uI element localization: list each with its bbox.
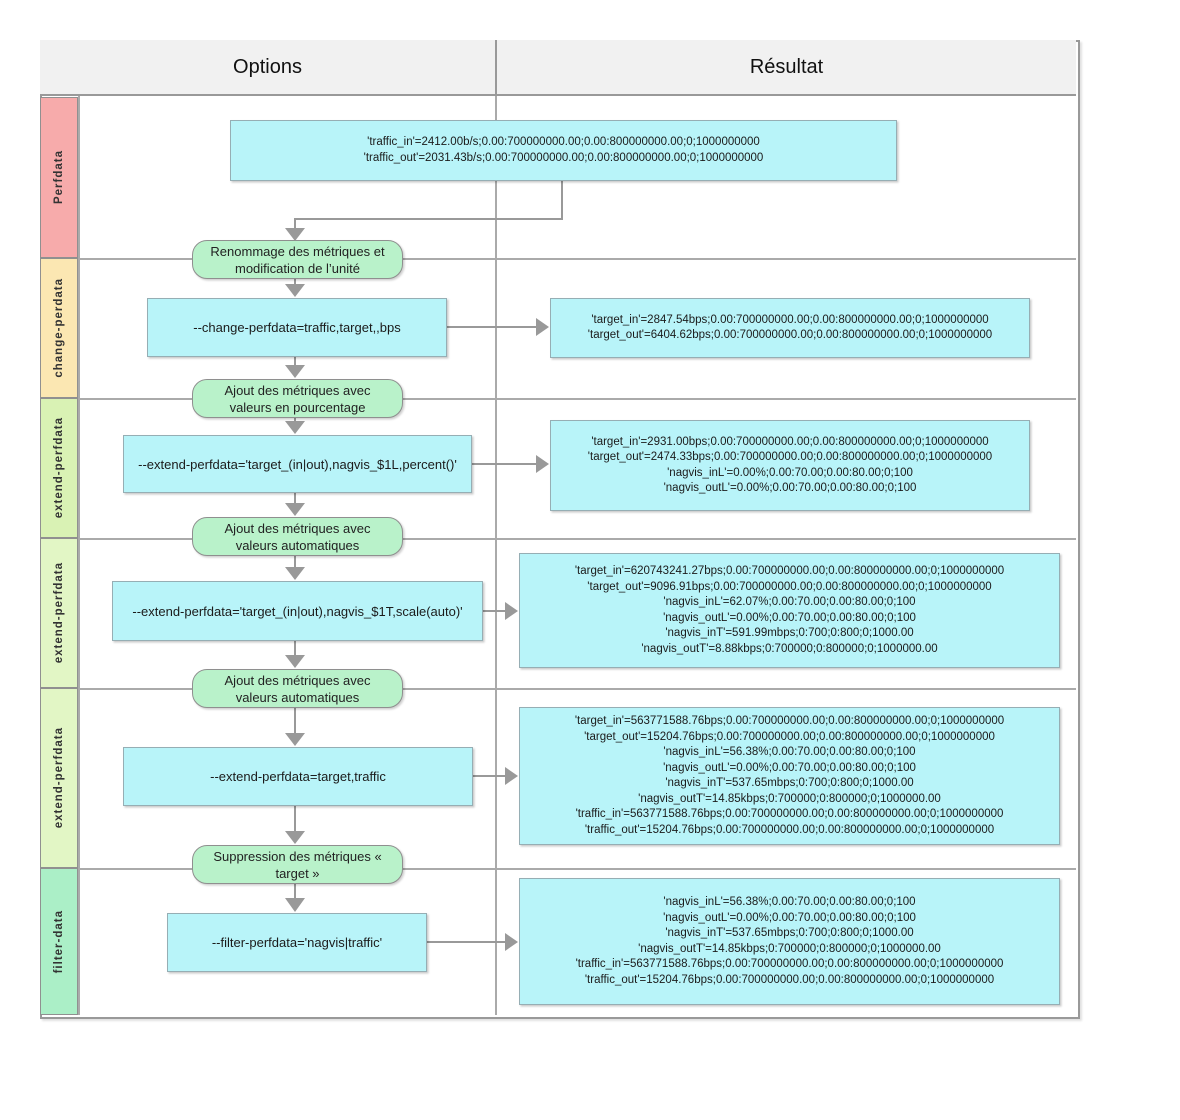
- section-label-extend-perfdata-3-text: extend-perfdata: [53, 727, 65, 829]
- section-label-change-perdata: change-perdata: [40, 258, 78, 398]
- table-header: Options Résultat: [40, 40, 1076, 96]
- section-divider-3: [78, 538, 1076, 540]
- perfdata-input-box: 'traffic_in'=2412.00b/s;0.00:700000000.0…: [230, 120, 897, 181]
- section-divider-5: [78, 868, 1076, 870]
- command-filter-perfdata-text: --filter-perfdata='nagvis|traffic': [211, 935, 383, 950]
- header-column-divider: [495, 40, 497, 94]
- result-box-change-perfdata: 'target_in'=2847.54bps;0.00:700000000.00…: [550, 298, 1030, 358]
- step-box-automatiques-2-text: Ajout des métriques avec valeurs automat…: [224, 672, 371, 705]
- perfdata-input-text: 'traffic_in'=2412.00b/s;0.00:700000000.0…: [363, 136, 764, 164]
- result-extend-perfdata-scale-text: 'target_in'=620743241.27bps;0.00:7000000…: [574, 565, 1005, 655]
- command-box-extend-perfdata-target-traffic: --extend-perfdata=target,traffic: [123, 747, 473, 806]
- step-box-pourcentage: Ajout des métriques avec valeurs en pour…: [192, 379, 403, 418]
- command-extend-perfdata-target-traffic-text: --extend-perfdata=target,traffic: [210, 769, 386, 784]
- result-box-extend-perfdata-percent: 'target_in'=2931.00bps;0.00:700000000.00…: [550, 420, 1030, 511]
- result-box-extend-perfdata-target-traffic: 'target_in'=563771588.76bps;0.00:7000000…: [519, 707, 1060, 845]
- command-box-change-perfdata: --change-perfdata=traffic,target,,bps: [147, 298, 447, 357]
- section-divider-1: [78, 258, 1076, 260]
- section-label-extend-perfdata-1: extend-perfdata: [40, 398, 78, 538]
- command-box-extend-perfdata-percent: --extend-perfdata='target_(in|out),nagvi…: [123, 435, 472, 493]
- step-box-renommage-text: Renommage des métriques et modification …: [210, 243, 385, 276]
- section-label-extend-perfdata-1-text: extend-perfdata: [53, 417, 65, 519]
- step-box-renommage: Renommage des métriques et modification …: [192, 240, 403, 279]
- result-extend-perfdata-target-traffic-text: 'target_in'=563771588.76bps;0.00:7000000…: [574, 715, 1005, 836]
- step-box-pourcentage-text: Ajout des métriques avec valeurs en pour…: [224, 382, 371, 415]
- column-header-options: Options: [233, 55, 302, 78]
- step-box-suppression-text: Suppression des métriques « target »: [213, 848, 382, 881]
- step-box-automatiques-1: Ajout des métriques avec valeurs automat…: [192, 517, 403, 556]
- step-box-automatiques-1-text: Ajout des métriques avec valeurs automat…: [224, 520, 371, 553]
- options-resultat-divider: [495, 94, 497, 1015]
- section-divider-2: [78, 398, 1076, 400]
- result-box-filter-perfdata: 'nagvis_inL'=56.38%;0.00:70.00;0.00:80.0…: [519, 878, 1060, 1005]
- section-label-change-perdata-text: change-perdata: [53, 278, 65, 378]
- section-label-extend-perfdata-2: extend-perfdata: [40, 538, 78, 688]
- command-extend-perfdata-percent-text: --extend-perfdata='target_(in|out),nagvi…: [138, 456, 457, 472]
- step-box-suppression: Suppression des métriques « target »: [192, 845, 403, 884]
- section-label-perfdata-text: Perfdata: [53, 150, 65, 205]
- section-label-extend-perfdata-2-text: extend-perfdata: [53, 562, 65, 664]
- command-box-filter-perfdata: --filter-perfdata='nagvis|traffic': [167, 913, 427, 972]
- result-filter-perfdata-text: 'nagvis_inL'=56.38%;0.00:70.00;0.00:80.0…: [575, 896, 1004, 986]
- section-divider-4: [78, 688, 1076, 690]
- section-label-filter-data-text: filter-data: [53, 909, 65, 974]
- command-change-perfdata-text: --change-perfdata=traffic,target,,bps: [193, 320, 401, 335]
- section-label-filter-data: filter-data: [40, 868, 78, 1015]
- section-label-perfdata: Perfdata: [40, 97, 78, 258]
- result-extend-perfdata-percent-text: 'target_in'=2931.00bps;0.00:700000000.00…: [587, 435, 993, 495]
- step-box-automatiques-2: Ajout des métriques avec valeurs automat…: [192, 669, 403, 708]
- column-header-resultat: Résultat: [749, 55, 824, 78]
- label-column-divider: [78, 94, 80, 1015]
- command-extend-perfdata-scale-text: --extend-perfdata='target_(in|out),nagvi…: [132, 603, 463, 619]
- result-change-perfdata-text: 'target_in'=2847.54bps;0.00:700000000.00…: [587, 313, 993, 342]
- command-box-extend-perfdata-scale: --extend-perfdata='target_(in|out),nagvi…: [112, 581, 483, 641]
- section-label-extend-perfdata-3: extend-perfdata: [40, 688, 78, 868]
- result-box-extend-perfdata-scale: 'target_in'=620743241.27bps;0.00:7000000…: [519, 553, 1060, 668]
